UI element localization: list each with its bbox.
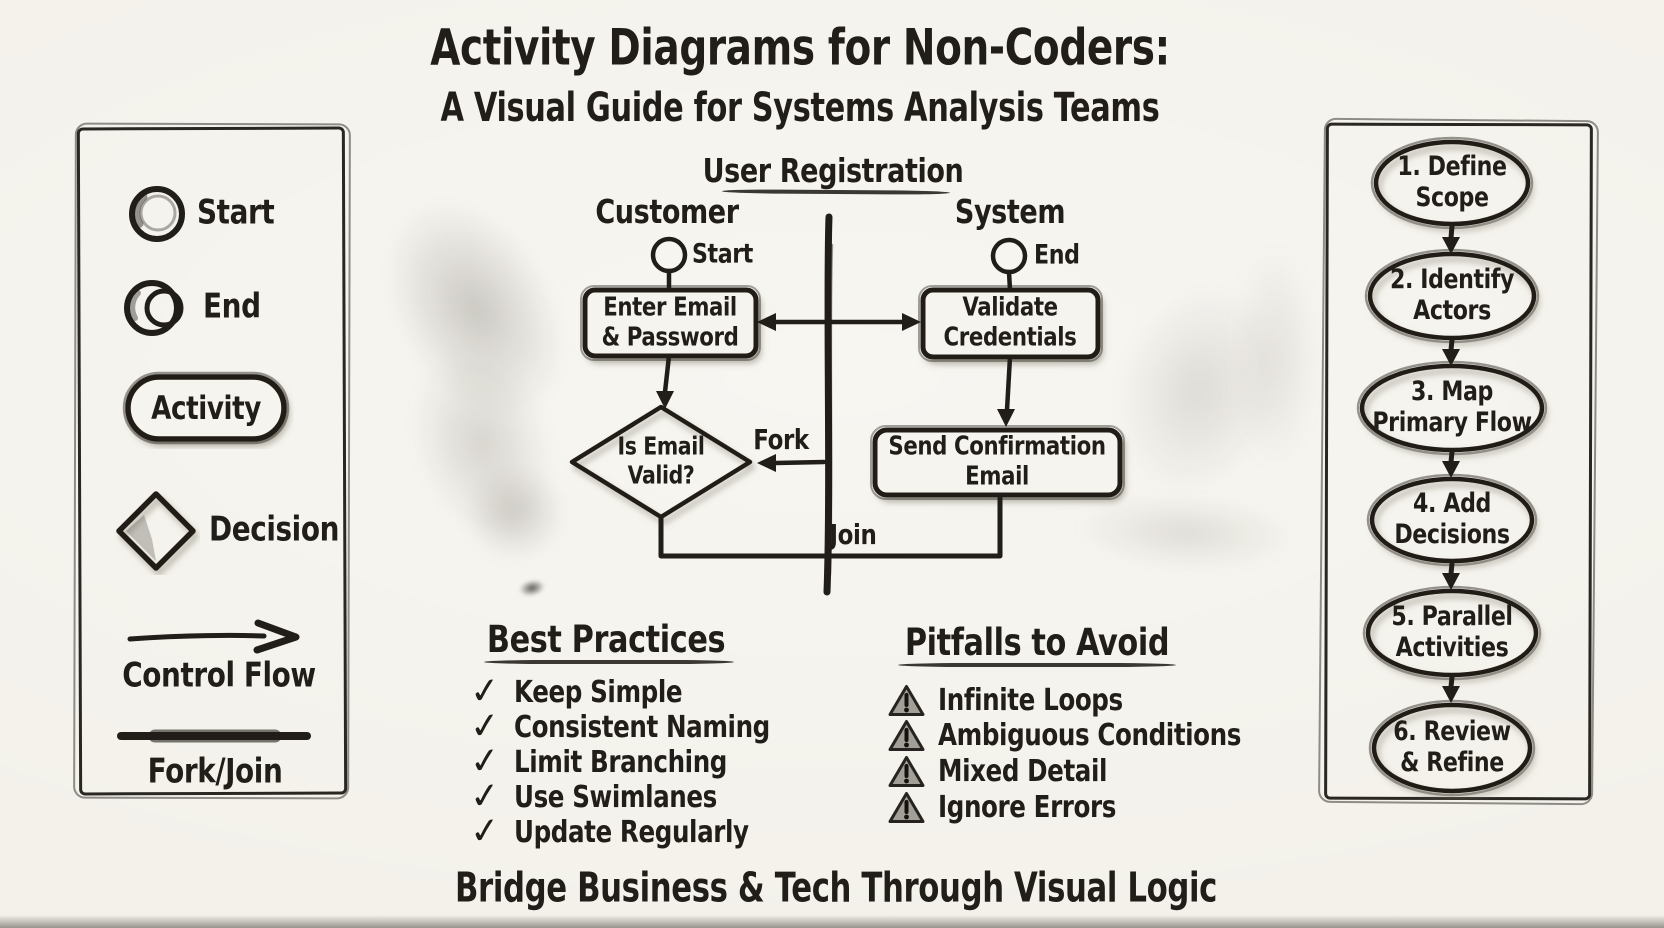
activity-shape-icon xyxy=(122,371,290,445)
start-node-label: Start xyxy=(692,238,753,270)
checkmark-icon: ✓ xyxy=(467,809,503,854)
step-add-decisions: 4. Add Decisions xyxy=(1394,488,1510,550)
swimlane-title: User Registration xyxy=(702,151,964,191)
legend-decision-label: Decision xyxy=(209,509,340,550)
join-label: Join xyxy=(829,518,877,552)
pitfall-label: Infinite Loops xyxy=(938,682,1123,718)
lane-header-system: System xyxy=(954,192,1066,232)
best-practice-row: ✓ Keep Simple xyxy=(468,670,719,714)
activity-send-confirmation: Send Confirmation Email xyxy=(888,431,1106,491)
legend-fork-join-label: Fork/Join xyxy=(147,751,283,792)
step-parallel-activities: 5. Parallel Activities xyxy=(1391,601,1513,663)
warning-icon xyxy=(888,684,925,716)
fork-label: Fork xyxy=(753,423,809,457)
best-practice-label: Update Regularly xyxy=(514,814,749,850)
best-practice-label: Use Swimlanes xyxy=(514,779,718,815)
pitfall-label: Ambiguous Conditions xyxy=(938,717,1242,753)
lane-header-customer: Customer xyxy=(595,192,739,232)
pitfalls-underline xyxy=(898,663,1176,667)
pitfall-row: Mixed Detail xyxy=(888,751,1144,791)
fork-join-bar-icon xyxy=(117,729,311,743)
page-title: Activity Diagrams for Non-Coders: xyxy=(430,18,1170,77)
pitfalls-heading: Pitfalls to Avoid xyxy=(904,620,1170,664)
best-practices-heading: Best Practices xyxy=(486,617,726,661)
page-subtitle: A Visual Guide for Systems Analysis Team… xyxy=(440,85,1160,132)
best-practice-row: ✓ Update Regularly xyxy=(467,809,800,854)
best-practices-underline xyxy=(484,660,734,664)
control-flow-arrow-icon xyxy=(127,619,300,654)
pitfall-label: Mixed Detail xyxy=(938,753,1108,789)
best-practice-label: Consistent Naming xyxy=(514,709,771,745)
decision-shape-icon xyxy=(116,491,196,571)
steps-flow xyxy=(1356,136,1548,797)
step-map-primary-flow: 3. Map Primary Flow xyxy=(1372,376,1532,438)
pitfall-row: Ignore Errors xyxy=(888,787,1155,827)
pitfall-row: Ambiguous Conditions xyxy=(888,715,1308,755)
activity-enter-email: Enter Email & Password xyxy=(601,292,739,352)
end-node-icon xyxy=(124,280,184,336)
best-practice-row: ✓ Consistent Naming xyxy=(468,705,826,749)
bottom-edge-shadow xyxy=(0,915,1664,928)
page-tagline: Bridge Business & Tech Through Visual Lo… xyxy=(454,863,1218,912)
warning-icon xyxy=(888,755,925,787)
legend-end-label: End xyxy=(203,286,261,327)
decision-is-email-valid: Is Email Valid? xyxy=(617,431,705,489)
best-practice-label: Limit Branching xyxy=(514,744,728,780)
warning-icon xyxy=(888,719,925,751)
activity-validate-credentials: Validate Credentials xyxy=(943,292,1077,352)
legend-activity-label: Activity xyxy=(151,388,261,427)
step-identify-actors: 2. Identify Actors xyxy=(1389,264,1515,326)
start-node-icon xyxy=(129,186,185,242)
end-node-label: End xyxy=(1034,239,1080,271)
warning-icon xyxy=(888,791,925,823)
best-practice-row: ✓ Use Swimlanes xyxy=(468,775,762,819)
step-review-refine: 6. Review & Refine xyxy=(1393,716,1511,778)
swimlane-diagram xyxy=(569,213,1125,596)
legend-control-flow-label: Control Flow xyxy=(122,655,316,696)
legend-start-label: Start xyxy=(197,192,275,233)
pencil-smudge xyxy=(1232,245,1317,470)
best-practice-label: Keep Simple xyxy=(514,674,683,710)
pitfall-label: Ignore Errors xyxy=(938,789,1116,825)
best-practice-row: ✓ Limit Branching xyxy=(468,740,774,784)
pitfall-row: Infinite Loops xyxy=(888,680,1163,720)
step-define-scope: 1. Define Scope xyxy=(1397,151,1507,213)
